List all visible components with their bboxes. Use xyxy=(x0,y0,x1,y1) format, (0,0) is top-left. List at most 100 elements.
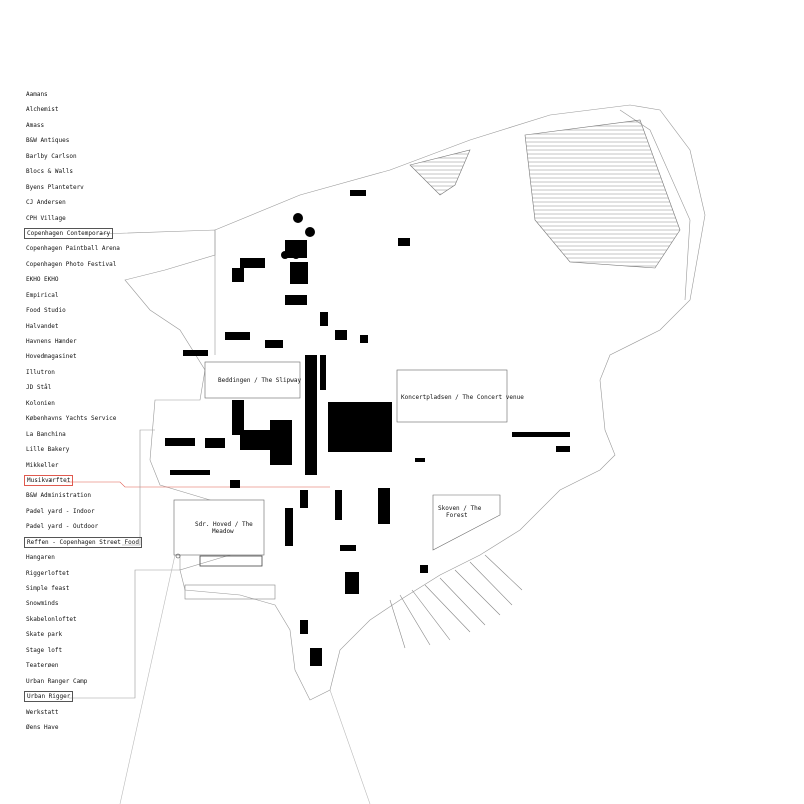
tenant-item[interactable]: Urban Rigger xyxy=(24,689,142,704)
hatched-inlet xyxy=(409,149,471,196)
tenant-item[interactable]: Skate park xyxy=(24,627,142,642)
tenant-item[interactable]: Urban Ranger Camp xyxy=(24,674,142,689)
tenant-item[interactable]: Havnens Hænder xyxy=(24,334,142,349)
tenant-item[interactable]: Lille Bakery xyxy=(24,442,142,457)
tenant-item[interactable]: Illutron xyxy=(24,365,142,380)
tenant-item[interactable]: Musikværftet xyxy=(24,473,142,488)
tenant-label: B&W Antiques xyxy=(26,137,70,145)
tenant-item[interactable]: Københavns Yachts Service xyxy=(24,411,142,426)
tenant-label: Aamans xyxy=(26,91,48,98)
tenant-item[interactable]: Alchemist xyxy=(24,102,142,117)
tenant-label: Musikværftet xyxy=(24,474,74,486)
tenant-label: Kolonien xyxy=(26,399,55,407)
tenant-label: Copenhagen Paintball Arena xyxy=(26,245,120,253)
tenant-item[interactable]: CPH Village xyxy=(24,211,142,226)
slipway-zone[interactable] xyxy=(204,361,301,399)
tenant-item[interactable]: Skabelonloftet xyxy=(24,612,142,627)
tenant-label: Byens Planteterv xyxy=(26,183,84,191)
tenant-item[interactable]: Werkstatt xyxy=(24,705,142,720)
hatched-basin xyxy=(524,119,681,269)
tenant-label: Urban Ranger Camp xyxy=(26,677,88,685)
dock-strip xyxy=(184,584,276,600)
tenant-item[interactable]: La Banchina xyxy=(24,427,142,442)
tenant-label: Padel yard - Indoor xyxy=(26,507,95,515)
leader-line-reffen xyxy=(122,429,155,546)
container-row xyxy=(199,555,263,567)
tenant-item[interactable]: JD Stål xyxy=(24,380,142,395)
tenant-item[interactable]: Padel yard - Outdoor xyxy=(24,519,142,534)
tenant-item[interactable]: Copenhagen Contemporary xyxy=(24,226,142,241)
tenant-item[interactable]: Kolonien xyxy=(24,396,142,411)
tenant-label: Illutron xyxy=(26,368,55,376)
tenant-label: Hangaren xyxy=(26,554,55,562)
tenant-item[interactable]: Food Studio xyxy=(24,303,142,318)
tenant-item[interactable]: Stage loft xyxy=(24,643,142,658)
causeway-line-1 xyxy=(119,554,176,804)
tenant-item[interactable]: Halvandet xyxy=(24,319,142,334)
building-group xyxy=(165,190,570,666)
tenant-item[interactable]: Copenhagen Photo Festival xyxy=(24,257,142,272)
tenant-label: Copenhagen Contemporary xyxy=(24,227,114,239)
tenant-item[interactable]: Riggerloftet xyxy=(24,566,142,581)
tenant-item[interactable]: Simple feast xyxy=(24,581,142,596)
tenant-item[interactable]: EKHO EKHO xyxy=(24,272,142,287)
tenant-label: Lille Bakery xyxy=(26,446,70,454)
tenant-label: Werkstatt xyxy=(26,708,59,716)
tenant-label: Reffen - Copenhagen Street Food xyxy=(24,536,142,548)
tenant-item[interactable]: Barlby Carlson xyxy=(24,149,142,164)
tenant-label: Øens Have xyxy=(26,723,59,731)
gate-marker-icon xyxy=(175,553,181,559)
concert-zone[interactable] xyxy=(396,369,508,423)
tenant-label: Mikkeller xyxy=(26,461,59,469)
tenant-label: Copenhagen Photo Festival xyxy=(26,260,117,268)
tenant-item[interactable]: B&W Antiques xyxy=(24,133,142,148)
tenant-item[interactable]: Reffen - Copenhagen Street Food xyxy=(24,535,142,550)
tenant-item[interactable]: Øens Have xyxy=(24,720,142,735)
tenant-item[interactable]: Snowminds xyxy=(24,596,142,611)
leader-line-musikvaerftet xyxy=(66,481,330,488)
tenant-label: Urban Rigger xyxy=(24,691,74,703)
forest-zone[interactable] xyxy=(432,494,501,551)
tenant-item[interactable]: Empirical xyxy=(24,288,142,303)
tenant-label: CJ Andersen xyxy=(26,199,66,207)
tenant-label: Stage loft xyxy=(26,646,63,654)
tenant-label: Blocs & Walls xyxy=(26,168,73,176)
tenant-label: B&W Administration xyxy=(26,492,92,500)
meadow-label-line2: Meadow xyxy=(212,528,234,535)
forest-label-line1: Skoven / The xyxy=(438,505,482,512)
marina-piers xyxy=(389,554,523,649)
tenant-item[interactable]: Teaterøen xyxy=(24,658,142,673)
tenant-label: EKHO EKHO xyxy=(26,276,59,284)
tenant-item[interactable]: Blocs & Walls xyxy=(24,164,142,179)
tenant-item[interactable]: Hangaren xyxy=(24,550,142,565)
causeway-line-2 xyxy=(329,689,371,804)
tenant-label: Snowminds xyxy=(26,600,59,608)
tenant-item[interactable]: CJ Andersen xyxy=(24,195,142,210)
tenant-item[interactable]: Padel yard - Indoor xyxy=(24,504,142,519)
tenant-label: JD Stål xyxy=(26,384,52,392)
tenant-label: Alchemist xyxy=(26,106,59,114)
tenant-item[interactable]: Copenhagen Paintball Arena xyxy=(24,241,142,256)
tenant-label: Skabelonloftet xyxy=(26,615,77,623)
tenant-item[interactable]: Mikkeller xyxy=(24,458,142,473)
island-coastline-east xyxy=(619,109,691,301)
concert-label: Koncertpladsen / The Concert venue xyxy=(401,394,524,401)
island-outline xyxy=(124,104,706,701)
tenant-label: Food Studio xyxy=(26,307,66,315)
tenant-item[interactable]: Hovedmagasinet xyxy=(24,349,142,364)
tenant-item[interactable]: Byens Planteterv xyxy=(24,180,142,195)
tenant-item[interactable]: B&W Administration xyxy=(24,488,142,503)
tenant-label: La Banchina xyxy=(26,430,66,438)
leader-line-urban-rigger xyxy=(69,555,181,699)
tenant-item[interactable]: Amass xyxy=(24,118,142,133)
tenant-label: Halvandet xyxy=(26,322,59,330)
tenant-label: Simple feast xyxy=(26,585,70,592)
tenant-label: Københavns Yachts Service xyxy=(26,415,117,423)
slipway-label: Beddingen / The Slipway xyxy=(218,377,301,384)
meadow-label-line1: Sdr. Hoved / The xyxy=(195,521,253,528)
meadow-zone[interactable] xyxy=(173,499,265,556)
forest-label-line2: Forest xyxy=(446,512,468,519)
tenant-item[interactable]: Aamans xyxy=(24,87,142,102)
